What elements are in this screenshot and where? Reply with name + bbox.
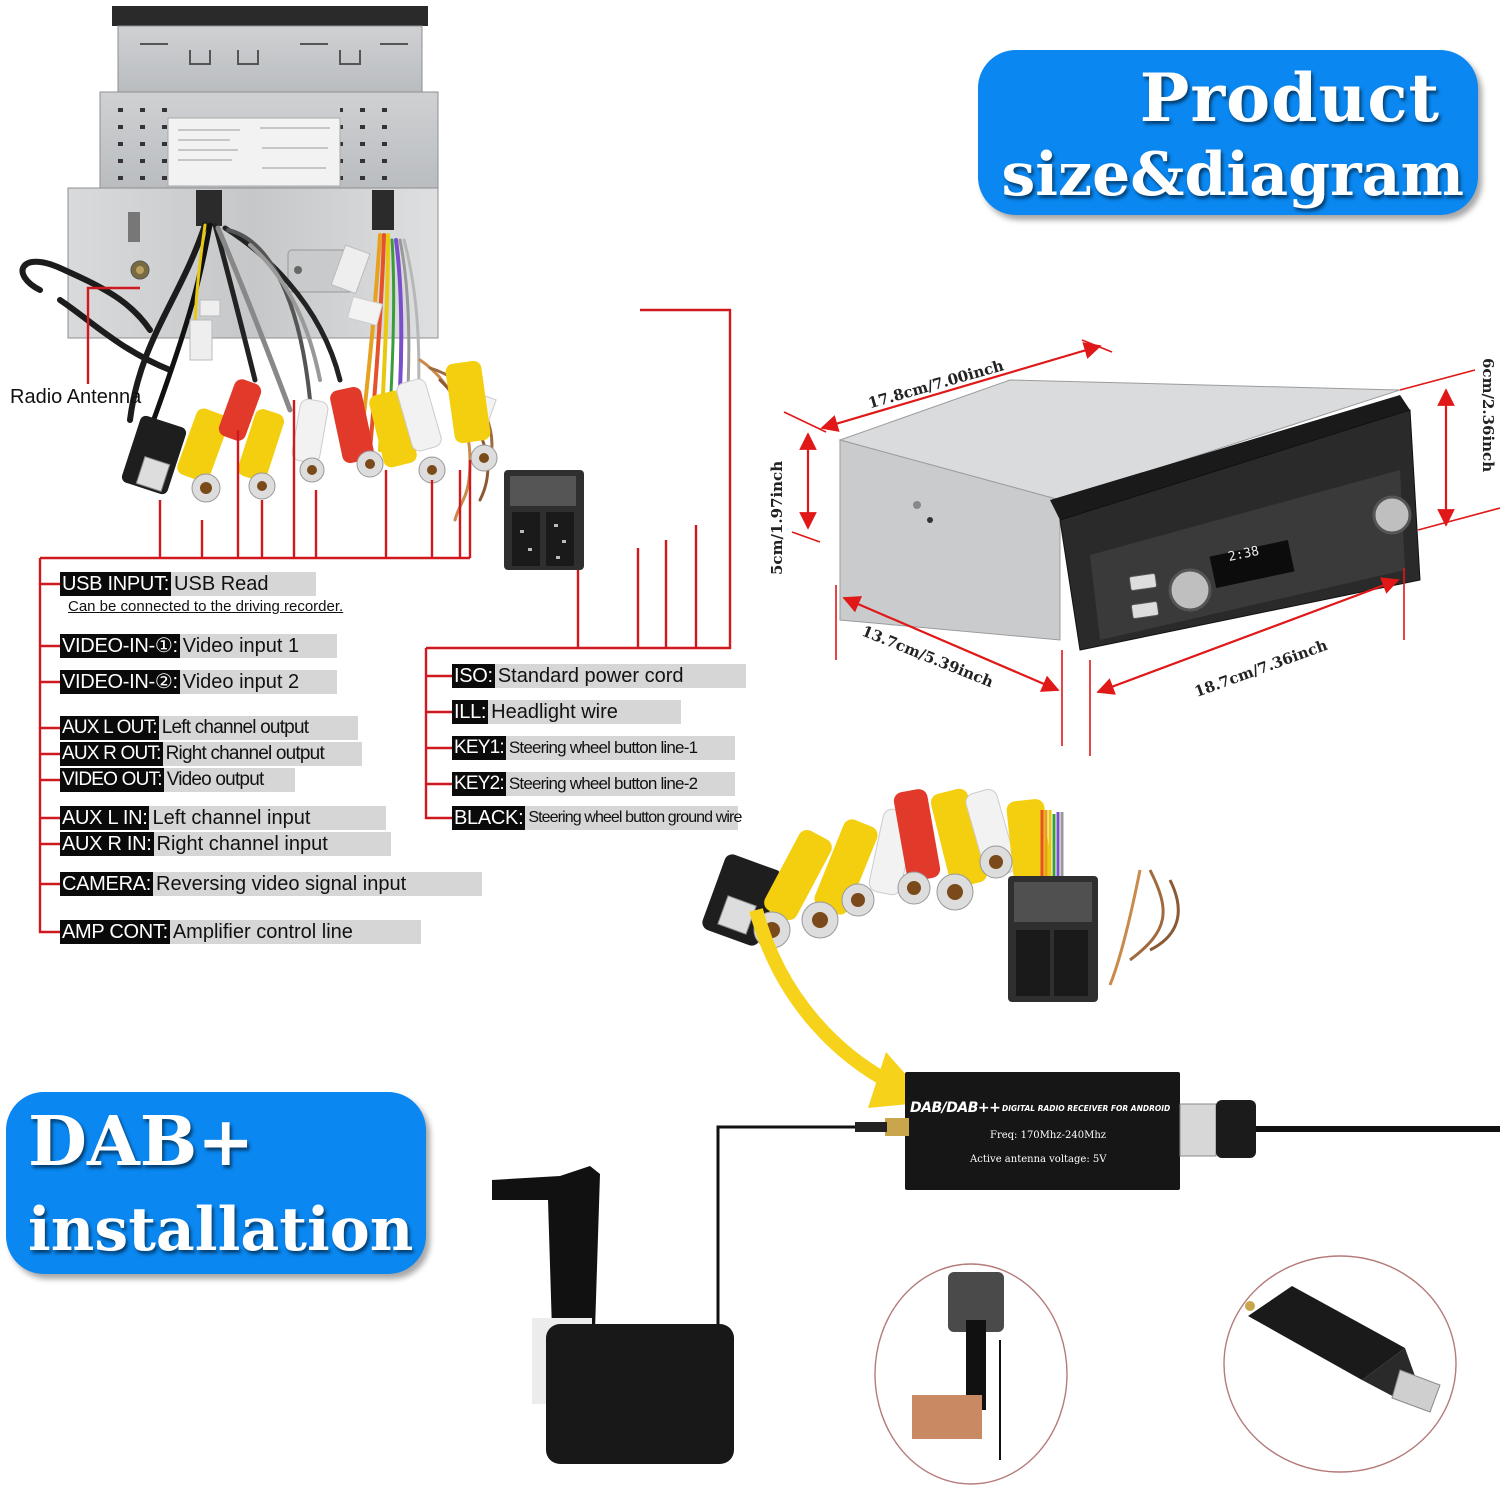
usb-plug — [121, 415, 187, 495]
iso-connector-rear — [504, 470, 584, 570]
banner-title-line2: size&diagram — [1001, 140, 1464, 210]
connector-key: AUX R OUT: — [60, 742, 163, 766]
rca-plugs-rear — [121, 360, 498, 503]
callout-lines — [38, 286, 732, 934]
connector-label-camera: CAMERA: Reversing video signal input — [60, 872, 483, 896]
connector-label-black: BLACK: Steering wheel button ground wire — [452, 806, 742, 830]
connector-key: VIDEO-IN-①: — [60, 634, 180, 658]
connector-label-key1: KEY1: Steering wheel button line-1 — [452, 736, 735, 760]
connector-value: Steering wheel button line-2 — [505, 772, 735, 796]
antenna-cable — [716, 1125, 855, 1330]
dimension-arrows — [799, 342, 1455, 695]
dab-receiver-frequency: Freq: 170Mhz-240Mhz — [990, 1130, 1107, 1141]
connector-key: ILL: — [452, 700, 489, 724]
usb-male-plug — [1179, 1103, 1217, 1157]
connector-key: VIDEO OUT: — [60, 768, 164, 792]
connector-label-ill: ILL: Headlight wire — [452, 700, 682, 724]
harness-closeup — [702, 788, 1180, 1002]
dimension-right-height: 6cm/2.36inch — [1479, 358, 1497, 473]
connector-value: Video input 2 — [179, 670, 337, 694]
connector-value: Reversing video signal input — [153, 872, 483, 896]
connector-value: Headlight wire — [488, 700, 682, 724]
connector-value: Left channel input — [149, 806, 387, 830]
connector-value: Video input 1 — [179, 634, 337, 658]
rca-harness-socket — [196, 190, 222, 226]
connector-value: Left channel output — [158, 716, 358, 740]
connector-label-video-in-2: VIDEO-IN-②: Video input 2 — [60, 670, 337, 694]
rear-top-frame — [112, 6, 428, 26]
connector-key: BLACK: — [452, 806, 526, 830]
rear-top-panel — [117, 25, 423, 95]
usb-port-2 — [1130, 601, 1160, 619]
product-size-diagram-banner: Product size&diagram — [978, 50, 1478, 215]
dab-title-main: DAB/DAB+ — [910, 1100, 990, 1116]
connector-label-aux-r-in: AUX R IN: Right channel input — [60, 832, 391, 856]
connector-key: VIDEO-IN-②: — [60, 670, 180, 694]
head-unit-display — [1209, 540, 1295, 588]
dimension-left-height: 5cm/1.97inch — [768, 460, 786, 575]
connector-key: CAMERA: — [60, 872, 154, 896]
dab-installation-banner: DAB+ installation — [6, 1092, 426, 1274]
connector-value: Video output — [163, 768, 295, 792]
connector-key: AUX L OUT: — [60, 716, 159, 740]
install-closeup-left — [874, 1263, 1068, 1485]
dab-antenna-patch — [492, 1166, 734, 1464]
connector-label-usb-input: USB INPUT: USB Read — [60, 572, 317, 596]
connector-key: ISO: — [452, 664, 495, 688]
connector-label-aux-l-out: AUX L OUT: Left channel output — [60, 716, 358, 740]
volume-knob — [1168, 568, 1212, 612]
usb-port-1 — [1128, 573, 1158, 591]
connector-key: AUX R IN: — [60, 832, 154, 856]
dab-receiver-voltage: Active antenna voltage: 5V — [970, 1154, 1107, 1165]
rear-spec-sticker — [167, 117, 341, 187]
install-closeup-right — [1223, 1255, 1457, 1473]
connector-label-video-out: VIDEO OUT: Video output — [60, 768, 295, 792]
connector-key: AMP CONT: — [60, 920, 170, 944]
connector-key: KEY1: — [452, 736, 506, 760]
radio-antenna-label: Radio Antenna — [10, 386, 142, 408]
connector-value: Steering wheel button ground wire — [525, 806, 742, 830]
connector-value: USB Read — [171, 572, 317, 596]
dab-receiver-subtitle: DIGITAL RADIO RECEIVER FOR ANDROID — [1002, 1104, 1171, 1113]
connector-label-iso: ISO: Standard power cord — [452, 664, 746, 688]
antenna-stud — [128, 212, 140, 242]
banner-title-line1: Product — [1139, 59, 1440, 137]
iso-harness-socket — [372, 190, 394, 230]
dab-receiver-unit — [855, 1072, 1500, 1190]
banner-title-line1: DAB+ — [28, 1102, 255, 1182]
connector-label-aux-r-out: AUX R OUT: Right channel output — [60, 742, 362, 766]
head-unit-3d-view — [838, 379, 1421, 651]
connector-key: KEY2: — [452, 772, 506, 796]
banner-title-line2: installation — [28, 1195, 414, 1265]
connector-key: AUX L IN: — [60, 806, 150, 830]
connector-value: Right channel output — [162, 742, 362, 766]
connector-value: Amplifier control line — [169, 920, 421, 944]
connector-label-aux-l-in: AUX L IN: Left channel input — [60, 806, 387, 830]
connector-key: USB INPUT: — [60, 572, 172, 596]
connector-label-amp-cont: AMP CONT: Amplifier control line — [60, 920, 421, 944]
usb-input-note: Can be connected to the driving recorder… — [68, 598, 344, 615]
connector-value: Standard power cord — [494, 664, 746, 688]
dab-receiver-title: DAB/DAB++ — [910, 1100, 1001, 1116]
connector-label-key2: KEY2: Steering wheel button line-2 — [452, 772, 735, 796]
sma-connector — [885, 1118, 909, 1136]
tuning-knob — [1372, 495, 1412, 535]
connector-value: Steering wheel button line-1 — [505, 736, 735, 760]
connector-value: Right channel input — [153, 832, 391, 856]
connector-label-video-in-1: VIDEO-IN-①: Video input 1 — [60, 634, 337, 658]
